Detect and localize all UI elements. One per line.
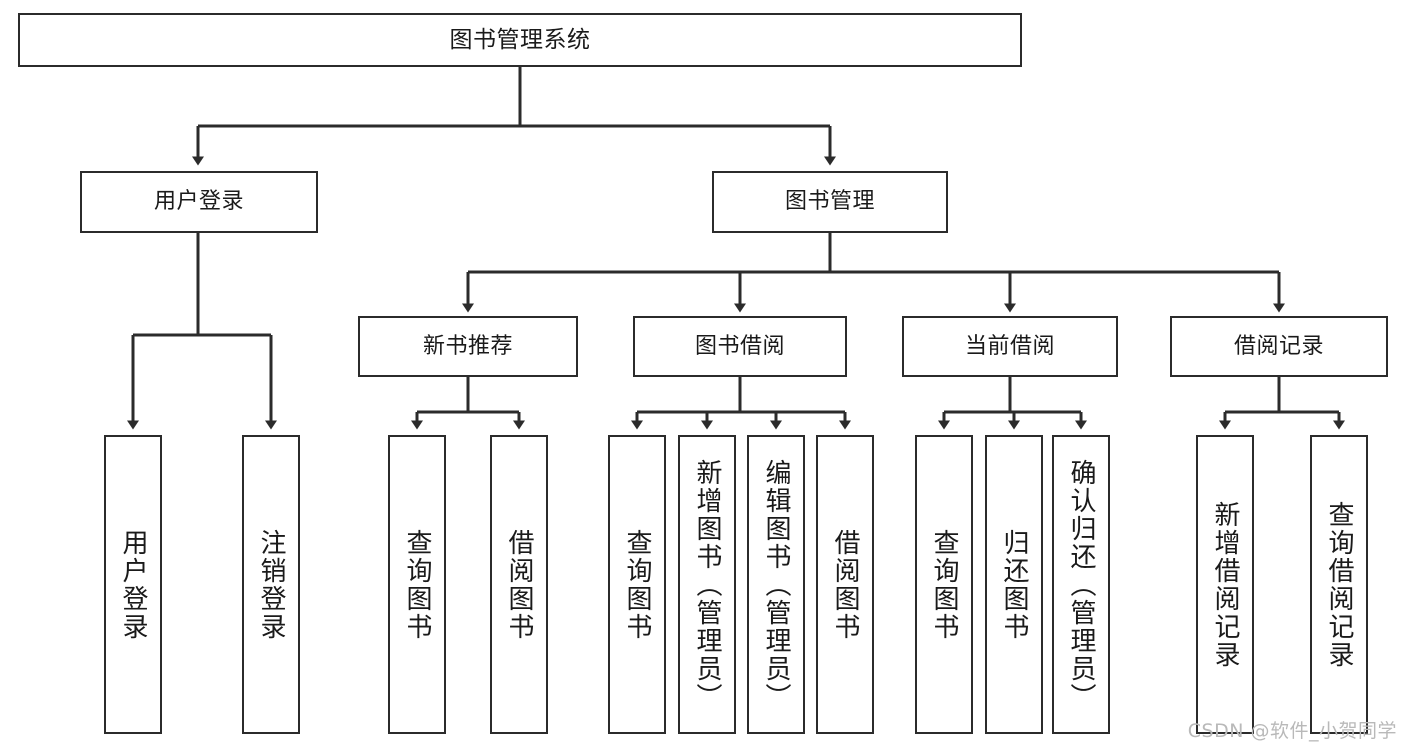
node-leaf-borrow-book-1[interactable]: 借阅图书 — [490, 435, 548, 734]
node-leaf-query-book-2-label: 查询图书 — [622, 528, 652, 641]
node-new-book-rec[interactable]: 新书推荐 — [358, 316, 578, 377]
node-borrow-record-label: 借阅记录 — [1233, 333, 1324, 359]
node-leaf-edit-book-label: 编辑图书（管理员） — [761, 458, 791, 711]
node-current-borrow-label: 当前借阅 — [964, 333, 1055, 359]
node-leaf-edit-book[interactable]: 编辑图书（管理员） — [747, 435, 805, 734]
node-user-login-label: 用户登录 — [153, 189, 244, 215]
node-leaf-query-record[interactable]: 查询借阅记录 — [1310, 435, 1368, 734]
node-leaf-confirm-return-label: 确认归还（管理员） — [1066, 458, 1096, 711]
node-leaf-user-login[interactable]: 用户登录 — [104, 435, 162, 734]
node-leaf-query-book-1-label: 查询图书 — [402, 528, 432, 641]
node-root-label: 图书管理系统 — [449, 26, 591, 53]
node-leaf-query-book-3-label: 查询图书 — [929, 528, 959, 641]
node-book-borrow-label: 图书借阅 — [694, 333, 785, 359]
node-leaf-user-login-label: 用户登录 — [118, 528, 148, 641]
node-leaf-borrow-book-2-label: 借阅图书 — [830, 528, 860, 641]
node-current-borrow[interactable]: 当前借阅 — [902, 316, 1118, 377]
node-leaf-borrow-book-1-label: 借阅图书 — [504, 528, 534, 641]
node-root[interactable]: 图书管理系统 — [18, 13, 1022, 67]
node-leaf-query-book-3[interactable]: 查询图书 — [915, 435, 973, 734]
node-leaf-confirm-return[interactable]: 确认归还（管理员） — [1052, 435, 1110, 734]
node-user-login[interactable]: 用户登录 — [80, 171, 318, 233]
node-leaf-return-book-label: 归还图书 — [999, 528, 1029, 641]
node-leaf-add-book-label: 新增图书（管理员） — [692, 458, 722, 711]
node-leaf-add-record[interactable]: 新增借阅记录 — [1196, 435, 1254, 734]
node-leaf-query-book-1[interactable]: 查询图书 — [388, 435, 446, 734]
node-leaf-query-book-2[interactable]: 查询图书 — [608, 435, 666, 734]
node-book-borrow[interactable]: 图书借阅 — [633, 316, 847, 377]
node-leaf-borrow-book-2[interactable]: 借阅图书 — [816, 435, 874, 734]
node-leaf-logout-label: 注销登录 — [256, 528, 286, 641]
node-leaf-query-record-label: 查询借阅记录 — [1324, 500, 1354, 669]
node-leaf-add-book[interactable]: 新增图书（管理员） — [678, 435, 736, 734]
node-leaf-return-book[interactable]: 归还图书 — [985, 435, 1043, 734]
node-new-book-rec-label: 新书推荐 — [422, 333, 513, 359]
node-borrow-record[interactable]: 借阅记录 — [1170, 316, 1388, 377]
node-book-manage[interactable]: 图书管理 — [712, 171, 948, 233]
node-book-manage-label: 图书管理 — [784, 189, 875, 215]
node-leaf-add-record-label: 新增借阅记录 — [1210, 500, 1240, 669]
node-leaf-logout[interactable]: 注销登录 — [242, 435, 300, 734]
